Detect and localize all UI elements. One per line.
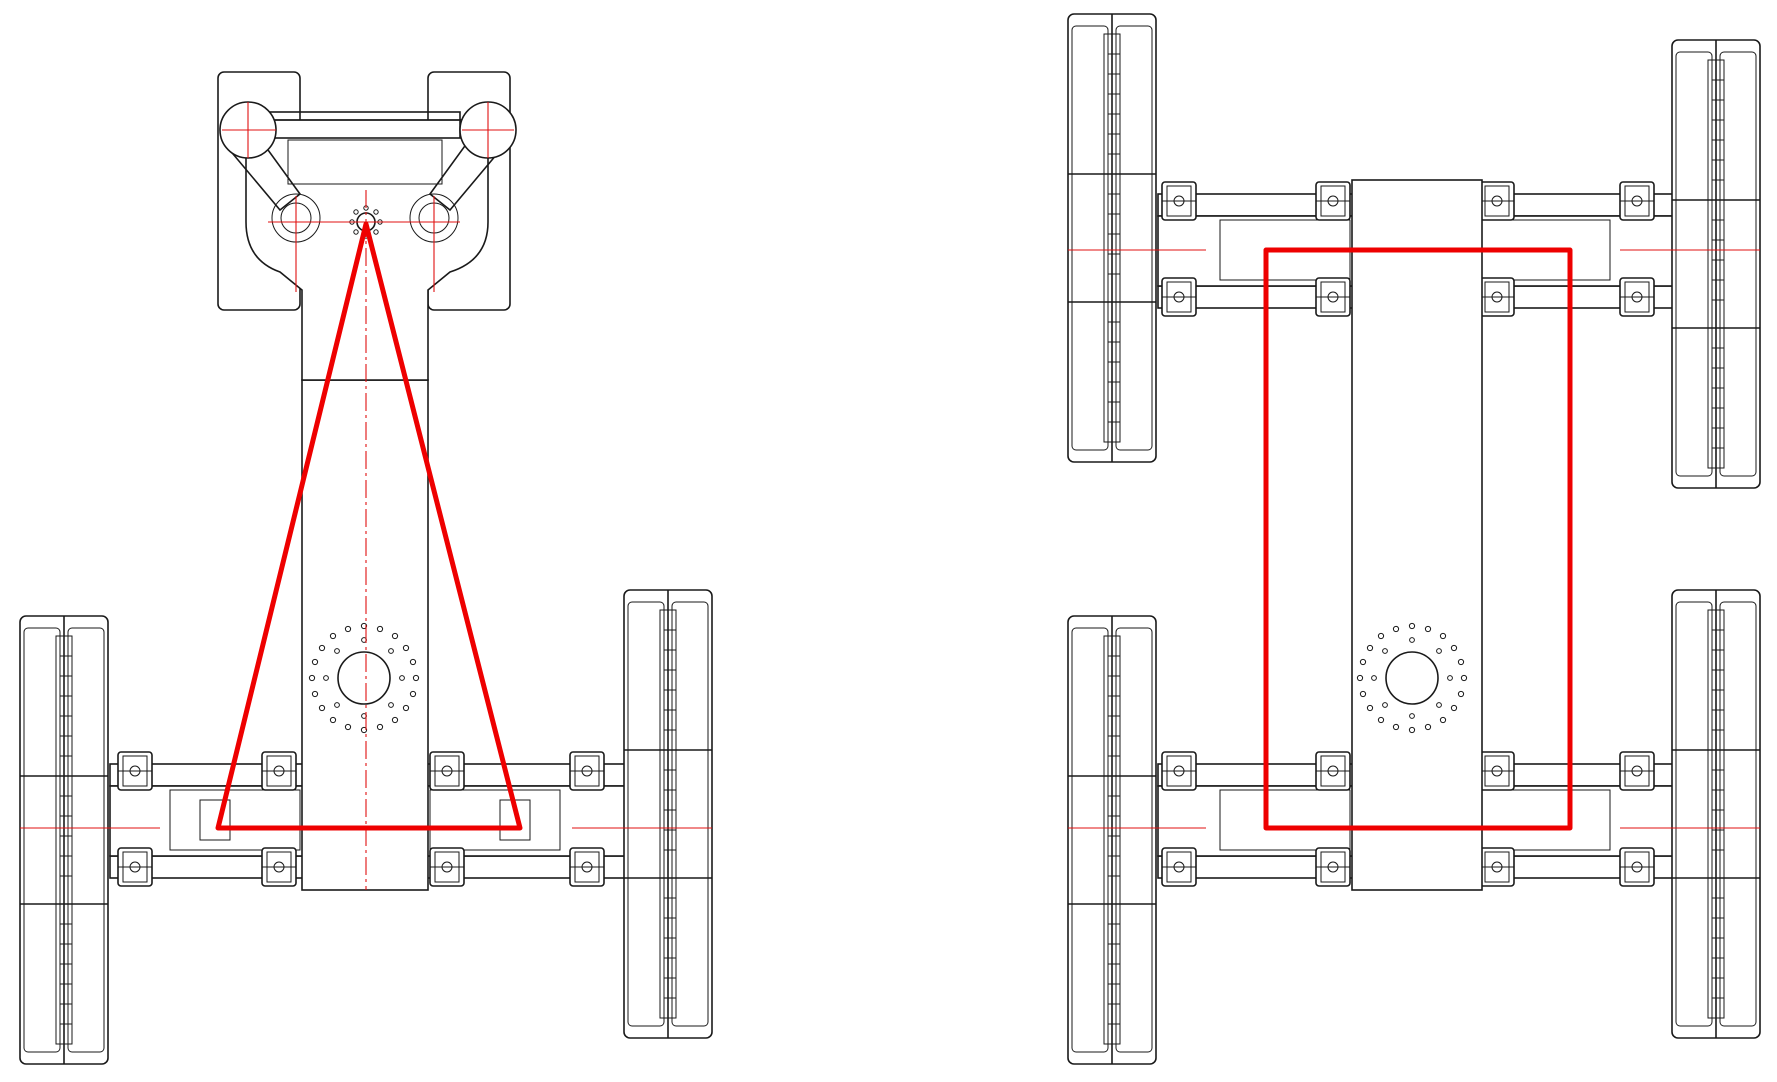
- tricycle-panel: [19, 71, 713, 1065]
- four-wheel-panel: [1067, 13, 1761, 1065]
- right-rear-right-wheel: [1671, 589, 1761, 1039]
- right-front-right-wheel: [1671, 39, 1761, 489]
- right-chassis-beam: [1351, 179, 1483, 891]
- right-rear-left-wheel: [1067, 615, 1157, 1065]
- right-centerlines: [1068, 249, 1760, 829]
- left-chassis-beam: [301, 379, 429, 891]
- left-rear-left-wheel: [19, 615, 109, 1065]
- left-centerlines: [20, 102, 712, 890]
- rectangle-support-polygon: [1263, 247, 1573, 831]
- front-steering-head: [217, 71, 517, 381]
- triangle-support-polygon: [215, 221, 523, 831]
- left-rear-right-wheel: [623, 589, 713, 1039]
- right-front-left-wheel: [1067, 13, 1157, 463]
